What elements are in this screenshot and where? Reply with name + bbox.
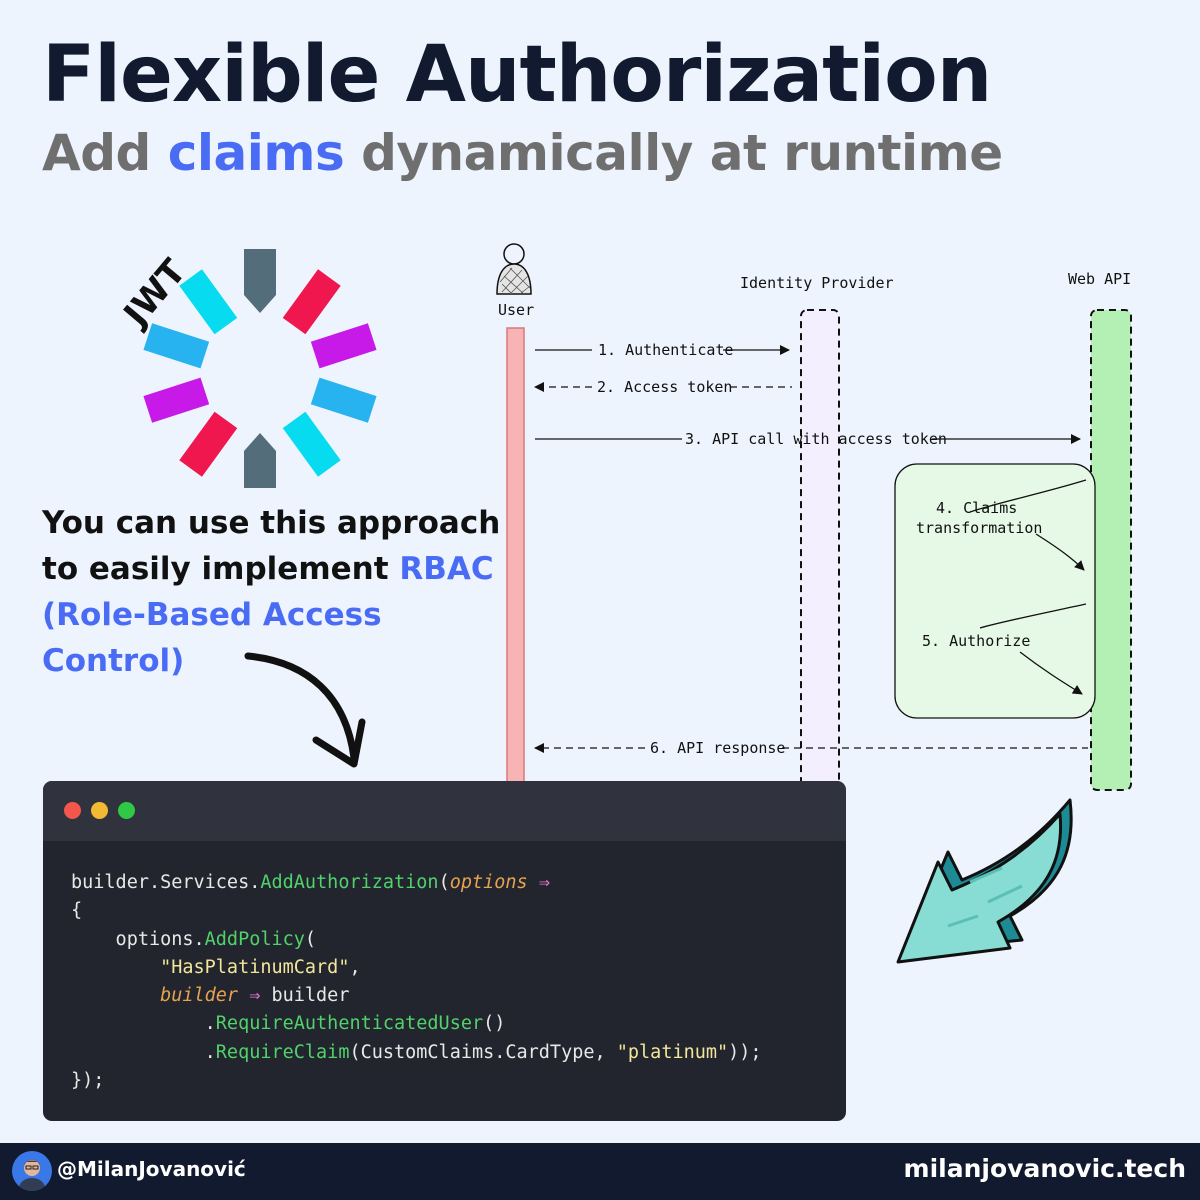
code-token: AddAuthorization — [260, 872, 439, 893]
step-1-label: 1. Authenticate — [598, 341, 733, 359]
code-token: ⇒ — [527, 872, 550, 893]
code-line: builder ⇒ builder — [71, 982, 762, 1010]
web-api-lifeline — [1090, 309, 1132, 791]
code-token: builder — [260, 985, 350, 1007]
jwt-ray-bottom — [244, 433, 276, 488]
jwt-logo-rays — [143, 249, 377, 488]
jwt-ray-se — [282, 411, 341, 477]
code-token: . — [71, 1013, 216, 1035]
code-line: "HasPlatinumCard", — [71, 954, 762, 982]
code-line: builder.Services.AddAuthorization(option… — [71, 869, 762, 897]
jwt-ray-top — [244, 249, 276, 313]
code-token: }); — [71, 1070, 105, 1092]
actor-user: User — [498, 301, 534, 319]
footer: @MilanJovanović milanjovanovic.tech — [0, 1143, 1200, 1200]
message-api-response: 6. API response — [534, 739, 1088, 757]
rbac-accent: RBAC (Role-Based Access Control) — [42, 551, 494, 679]
code-line: .RequireAuthenticatedUser() — [71, 1010, 762, 1038]
identity-provider-lifeline — [800, 309, 840, 802]
code-token: , — [349, 956, 361, 978]
code-line: }); — [71, 1067, 762, 1095]
message-authorize: 5. Authorize — [922, 603, 1087, 695]
code-token: ( — [438, 872, 450, 893]
jwt-ray-w1 — [143, 377, 210, 423]
step-2-label: 2. Access token — [597, 378, 732, 396]
step-3-label: 3. API call with access token — [685, 430, 947, 448]
code-token: () — [483, 1013, 506, 1035]
minimize-dot-icon — [91, 802, 108, 819]
step-6-label: 6. API response — [650, 739, 785, 757]
jwt-ray-e1 — [310, 323, 377, 369]
code-token: "platinum" — [616, 1041, 729, 1063]
big-arrow-icon — [896, 798, 1073, 964]
code-window-titlebar — [43, 781, 846, 841]
message-claims-transformation: 4. Claims transformation — [916, 479, 1087, 571]
close-dot-icon — [64, 802, 81, 819]
step-4-label-line1: 4. Claims — [936, 499, 1017, 517]
actor-web-api: Web API — [1068, 270, 1131, 288]
code-token: builder — [160, 985, 239, 1007]
jwt-ray-nw — [179, 269, 238, 335]
jwt-ray-sw — [179, 411, 238, 477]
step-5-label: 5. Authorize — [922, 632, 1030, 650]
message-authenticate: 1. Authenticate — [535, 341, 790, 359]
user-lifeline — [506, 327, 525, 802]
subtitle-prefix: Add — [42, 124, 168, 182]
jwt-ray-w2 — [143, 323, 210, 369]
code-token: "HasPlatinumCard" — [160, 956, 350, 978]
actor-identity-provider: Identity Provider — [740, 274, 894, 292]
site-url[interactable]: milanjovanovic.tech — [903, 1154, 1186, 1183]
code-token — [71, 985, 160, 1006]
jwt-label: JWT — [115, 251, 195, 335]
avatar — [12, 1151, 52, 1191]
jwt-logo: JWT — [115, 249, 377, 488]
maximize-dot-icon — [118, 802, 135, 819]
curved-arrow-icon — [244, 652, 366, 768]
code-token: ⇒ — [238, 985, 261, 1007]
claims-box — [894, 463, 1096, 719]
page-title: Flexible Authorization — [42, 30, 992, 120]
step-4-label-line2: transformation — [916, 519, 1042, 537]
code-line: .RequireClaim(CustomClaims.CardType, "pl… — [71, 1039, 762, 1067]
jwt-ray-ne — [282, 269, 341, 335]
code-block: builder.Services.AddAuthorization(option… — [71, 869, 762, 1095]
rbac-text: You can use this approach to easily impl… — [42, 505, 501, 587]
author-handle: @MilanJovanović — [57, 1157, 246, 1181]
code-token: )); — [728, 1041, 762, 1063]
code-token: { — [71, 900, 83, 922]
code-token: builder.Services. — [71, 872, 261, 893]
code-token: options. — [71, 928, 205, 950]
page-subtitle: Add claims dynamically at runtime — [42, 124, 1003, 182]
code-line: options.AddPolicy( — [71, 926, 762, 954]
subtitle-accent: claims — [167, 124, 345, 182]
rbac-note: You can use this approach to easily impl… — [42, 500, 512, 684]
code-token: options — [449, 872, 528, 893]
code-token: ( — [304, 928, 317, 950]
code-token: . — [71, 1041, 216, 1063]
code-token: (CustomClaims.CardType, — [349, 1041, 617, 1063]
code-token — [71, 957, 160, 978]
code-token: RequireClaim — [215, 1041, 350, 1063]
jwt-ray-e2 — [310, 377, 377, 423]
code-window: builder.Services.AddAuthorization(option… — [43, 781, 846, 1121]
code-line: { — [71, 897, 762, 925]
user-icon — [496, 243, 532, 295]
code-token: AddPolicy — [204, 928, 305, 950]
subtitle-suffix: dynamically at runtime — [344, 124, 1003, 182]
code-token: RequireAuthenticatedUser — [215, 1013, 484, 1035]
message-access-token: 2. Access token — [534, 378, 792, 396]
sequence-diagram: User Identity Provider Web API 1. Authen… — [496, 243, 1132, 802]
message-api-call: 3. API call with access token — [535, 430, 1081, 448]
